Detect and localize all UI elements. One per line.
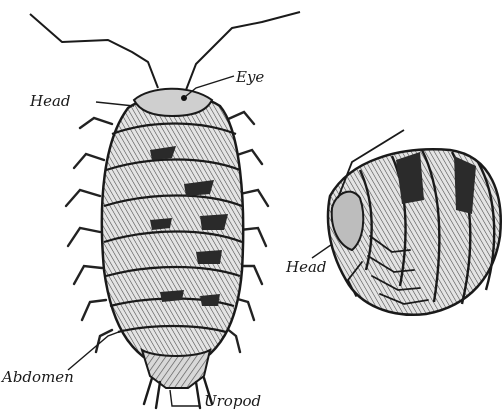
- eye-label: Eye: [235, 68, 264, 86]
- head: [134, 89, 212, 116]
- woodlouse-rolled-view: [328, 130, 501, 315]
- abdomen-label: Abdomen: [0, 368, 74, 386]
- head-label-top: Head: [29, 92, 71, 110]
- head-label-side: Head: [285, 258, 327, 276]
- uropod-label: Uropod: [204, 392, 261, 410]
- abdomen-tail: [142, 350, 210, 388]
